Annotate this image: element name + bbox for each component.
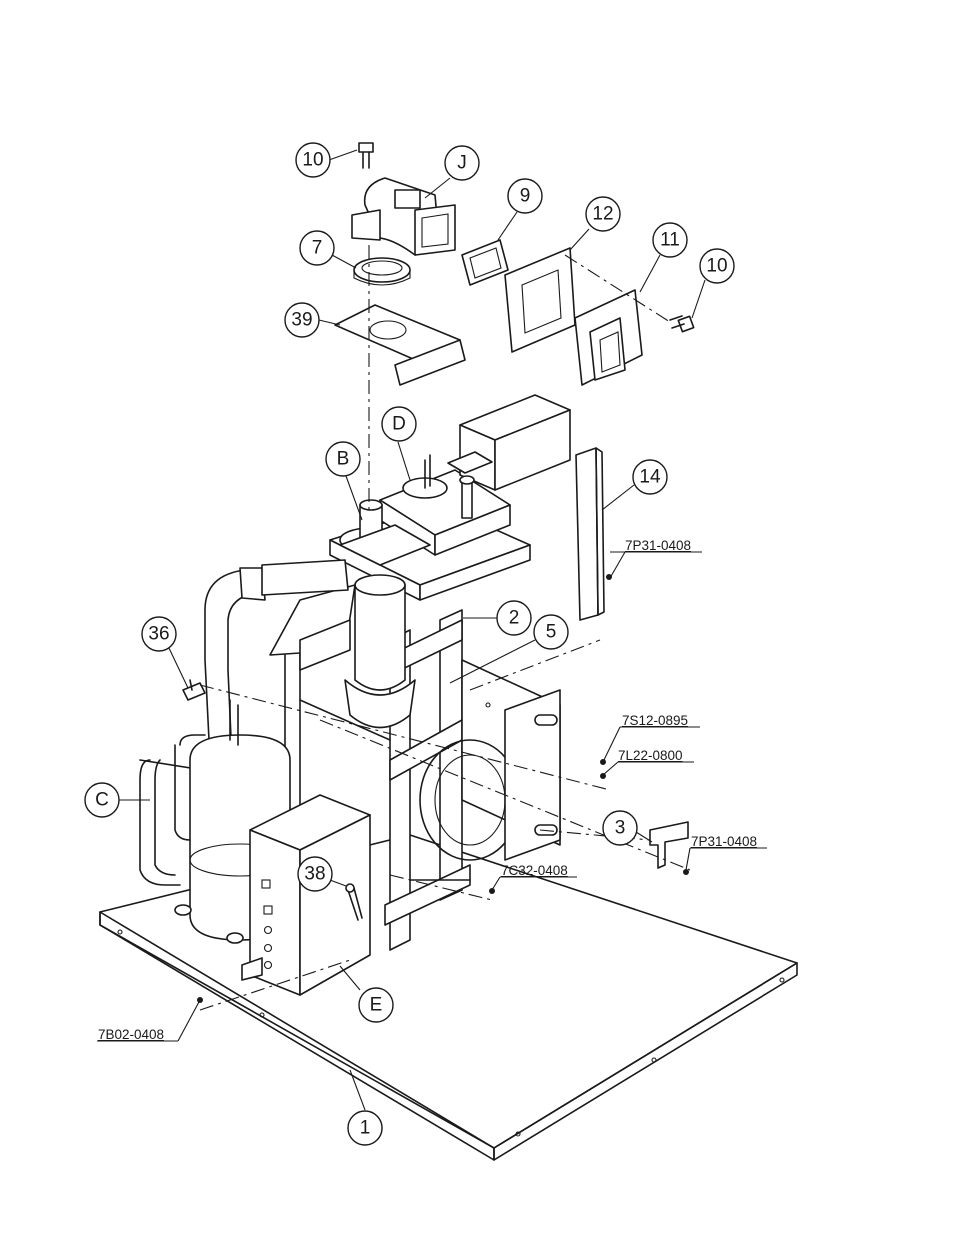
top-exploded-parts: [335, 143, 694, 385]
callout-label: 3: [615, 818, 626, 839]
control-box: [242, 795, 370, 995]
motor-box: [448, 395, 570, 518]
callout-label: 12: [592, 204, 613, 225]
callout-label: 39: [291, 310, 312, 331]
callout-label: B: [337, 449, 350, 470]
callout-label: 10: [706, 256, 727, 277]
callout-label: 5: [546, 622, 557, 643]
callout-label: 38: [304, 864, 325, 885]
callout-7: 7: [300, 231, 334, 265]
callout-36: 36: [142, 617, 176, 651]
callout-D: D: [382, 407, 416, 441]
callout-3: 3: [603, 811, 637, 845]
ref-7P31-0408-upper: 7P31-0408: [625, 538, 691, 553]
clip-part: [183, 680, 205, 700]
callout-label: E: [370, 995, 383, 1016]
callout-label: 14: [639, 467, 661, 488]
ref-7L22-0800: 7L22-0800: [618, 748, 683, 763]
callout-39: 39: [285, 303, 319, 337]
callout-label: 36: [148, 624, 169, 645]
callout-label: 10: [302, 150, 323, 171]
callout-label: J: [457, 153, 467, 174]
bracket-3: [650, 822, 688, 868]
bracket-14: [576, 448, 604, 620]
callout-B: B: [326, 442, 360, 476]
callout-12: 12: [586, 197, 620, 231]
ref-7C32-0408: 7C32-0408: [501, 863, 568, 878]
callout-10-left: 10: [296, 143, 330, 177]
callout-label: 9: [520, 186, 531, 207]
callout-label: 7: [312, 238, 323, 259]
ref-7B02-0408: 7B02-0408: [98, 1027, 164, 1042]
callout-label: D: [392, 414, 406, 435]
callout-J: J: [445, 146, 479, 180]
callout-label: 11: [660, 230, 680, 251]
callout-C: C: [85, 783, 119, 817]
ref-7S12-0895: 7S12-0895: [622, 713, 688, 728]
callout-11: 11: [653, 223, 687, 257]
callout-38: 38: [298, 857, 332, 891]
spout-bracket: [270, 585, 355, 670]
callout-label: 2: [509, 608, 520, 629]
callout-2: 2: [497, 601, 531, 635]
callout-14: 14: [633, 460, 667, 494]
callout-10-right: 10: [700, 249, 734, 283]
callout-label: 1: [360, 1118, 371, 1139]
callout-5: 5: [534, 615, 568, 649]
callout-label: C: [95, 790, 109, 811]
callout-1: 1: [348, 1111, 382, 1145]
callout-9: 9: [508, 179, 542, 213]
evaporator-cylinder: [345, 575, 415, 728]
ref-7P31-0408-lower: 7P31-0408: [691, 834, 757, 849]
callout-E: E: [359, 988, 393, 1022]
